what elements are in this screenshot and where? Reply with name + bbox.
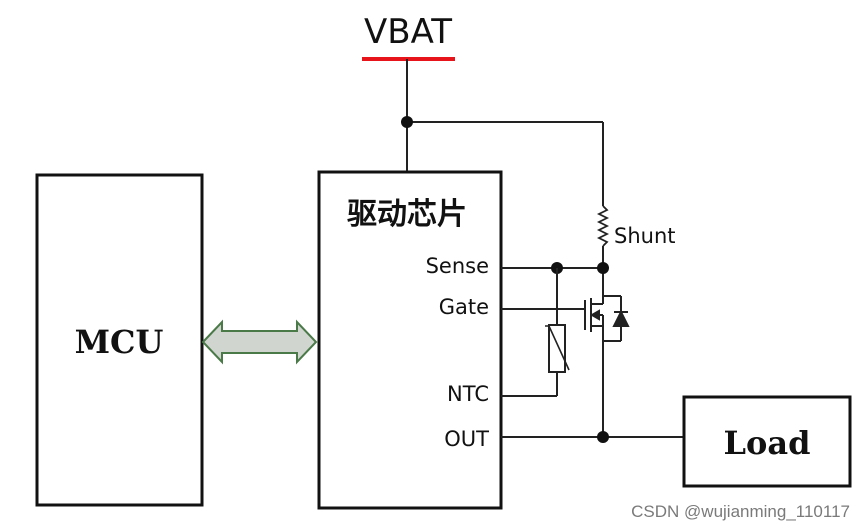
shunt-label: Shunt [614, 224, 676, 248]
mcu-block [35, 173, 204, 507]
mosfet-symbol [584, 295, 630, 342]
pin-label-ntc: NTC [447, 382, 489, 406]
ntc-thermistor-diagonal [545, 325, 570, 371]
driver-chip-block [317, 170, 503, 510]
load-block [682, 395, 852, 488]
pin-label-sense: Sense [426, 254, 489, 278]
bidirectional-arrow [201, 319, 318, 365]
shunt-resistor [596, 205, 610, 247]
load-label: Load [724, 424, 811, 462]
pin-label-out: OUT [444, 427, 489, 451]
driver-chip-title: 驱动芯片 [347, 197, 467, 232]
sense-junction-dot-right [597, 262, 609, 274]
vbat-label: VBAT [364, 12, 452, 52]
watermark: CSDN @wujianming_110117 [631, 502, 850, 521]
out-junction-dot [597, 431, 609, 443]
mcu-label: MCU [75, 323, 164, 361]
vbat-junction-dot [401, 116, 413, 128]
pin-label-gate: Gate [439, 295, 489, 319]
